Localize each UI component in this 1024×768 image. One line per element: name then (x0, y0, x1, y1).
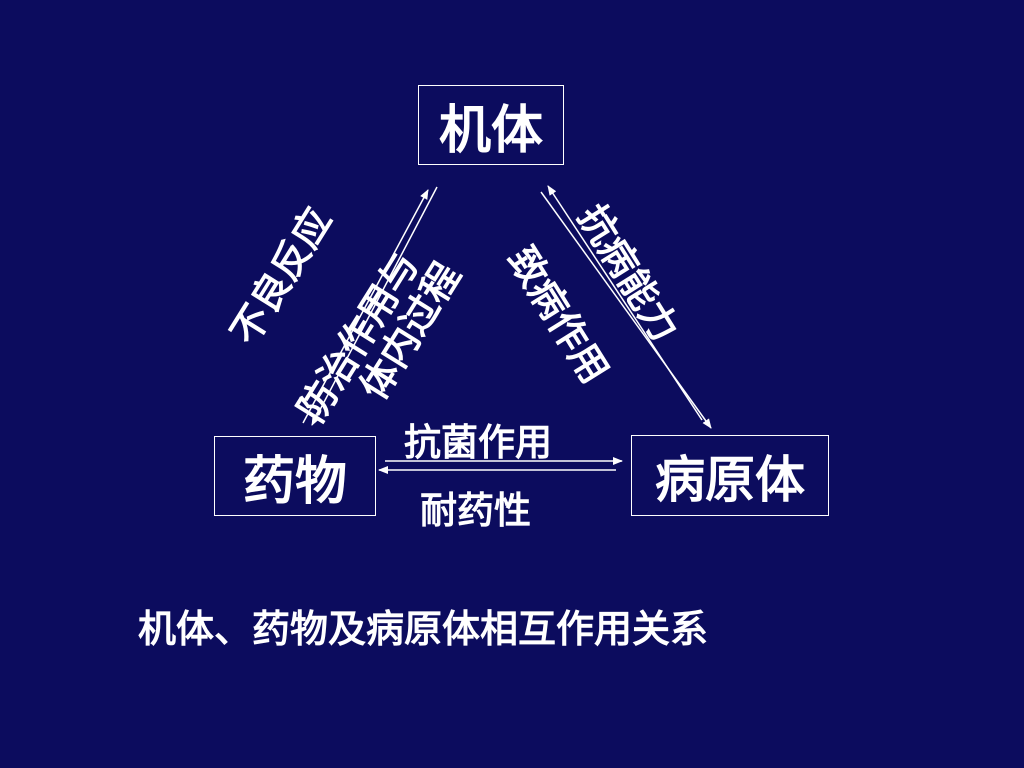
node-pathogen: 病原体 (631, 435, 829, 516)
node-body: 机体 (418, 85, 564, 165)
arrow-drug-to-body (302, 189, 429, 424)
diagram-caption: 机体、药物及病原体相互作用关系 (138, 607, 709, 651)
node-body-label: 机体 (438, 100, 543, 161)
arrow-body-to-drug (311, 186, 438, 426)
node-pathogen-label: 病原体 (655, 450, 805, 509)
edge-label-antibacterial: 抗菌作用 (404, 421, 552, 464)
edge-label-drug-resistance: 耐药性 (420, 489, 531, 532)
node-drug-label: 药物 (242, 451, 347, 512)
node-drug: 药物 (214, 436, 376, 516)
arrow-body-to-pathogen (540, 191, 712, 429)
